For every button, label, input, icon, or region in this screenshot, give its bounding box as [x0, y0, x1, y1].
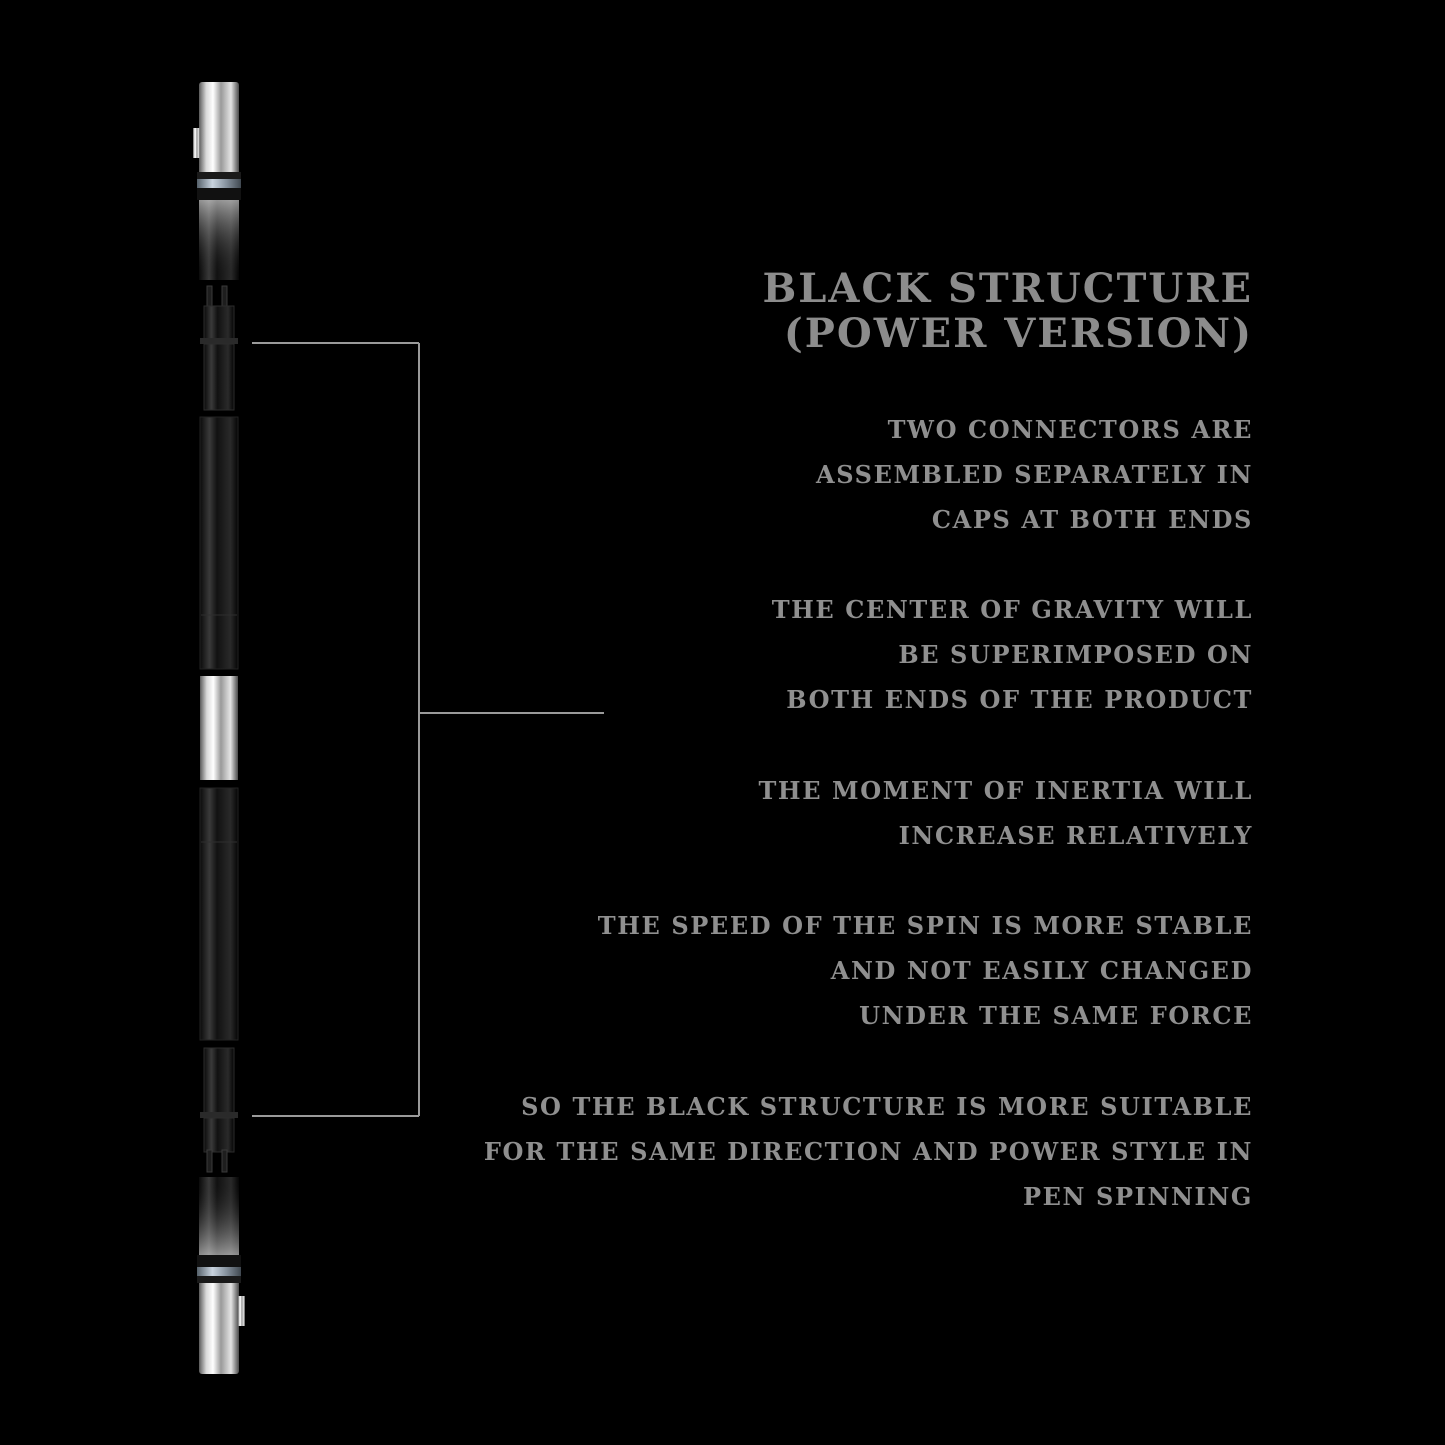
paragraph-line: BOTH ENDS OF THE PRODUCT: [786, 685, 1253, 714]
bottom-end-cap: [197, 1177, 245, 1374]
paragraph-line: PEN SPINNING: [1023, 1182, 1253, 1211]
paragraph-line: SO THE BLACK STRUCTURE IS MORE SUITABLE: [521, 1092, 1253, 1121]
paragraph-line: ASSEMBLED SEPARATELY IN: [816, 460, 1253, 489]
connector-bracket: [252, 342, 604, 1117]
top-end-cap: [193, 82, 241, 280]
paragraph-line: THE SPEED OF THE SPIN IS MORE STABLE: [597, 911, 1253, 940]
paragraph-line: THE MOMENT OF INERTIA WILL: [758, 776, 1253, 805]
paragraph-suitability: SO THE BLACK STRUCTURE IS MORE SUITABLE …: [484, 1084, 1253, 1219]
bottom-connector: [200, 1047, 238, 1173]
paragraph-line: TWO CONNECTORS ARE: [887, 415, 1253, 444]
paragraph-line: CAPS AT BOTH ENDS: [931, 505, 1253, 534]
paragraph-spin-speed: THE SPEED OF THE SPIN IS MORE STABLE AND…: [598, 903, 1253, 1038]
paragraph-line: INCREASE RELATIVELY: [898, 821, 1253, 850]
paragraph-line: THE CENTER OF GRAVITY WILL: [771, 595, 1253, 624]
upper-black-tube: [199, 416, 239, 670]
paragraph-connectors: TWO CONNECTORS ARE ASSEMBLED SEPARATELY …: [816, 407, 1253, 542]
lower-black-tube: [199, 787, 239, 1041]
paragraph-line: BE SUPERIMPOSED ON: [898, 640, 1253, 669]
top-connector: [200, 285, 238, 411]
paragraph-moment-of-inertia: THE MOMENT OF INERTIA WILL INCREASE RELA…: [758, 768, 1253, 858]
title-line-1: BLACK STRUCTURE: [762, 265, 1253, 312]
page-title: BLACK STRUCTURE (POWER VERSION): [763, 266, 1254, 356]
paragraph-center-of-gravity: THE CENTER OF GRAVITY WILL BE SUPERIMPOS…: [772, 587, 1253, 722]
paragraph-line: UNDER THE SAME FORCE: [859, 1001, 1253, 1030]
paragraph-line: AND NOT EASILY CHANGED: [830, 956, 1253, 985]
paragraph-line: FOR THE SAME DIRECTION AND POWER STYLE I…: [483, 1137, 1253, 1166]
center-chrome-weight: [200, 676, 238, 780]
title-line-2: (POWER VERSION): [783, 310, 1253, 357]
